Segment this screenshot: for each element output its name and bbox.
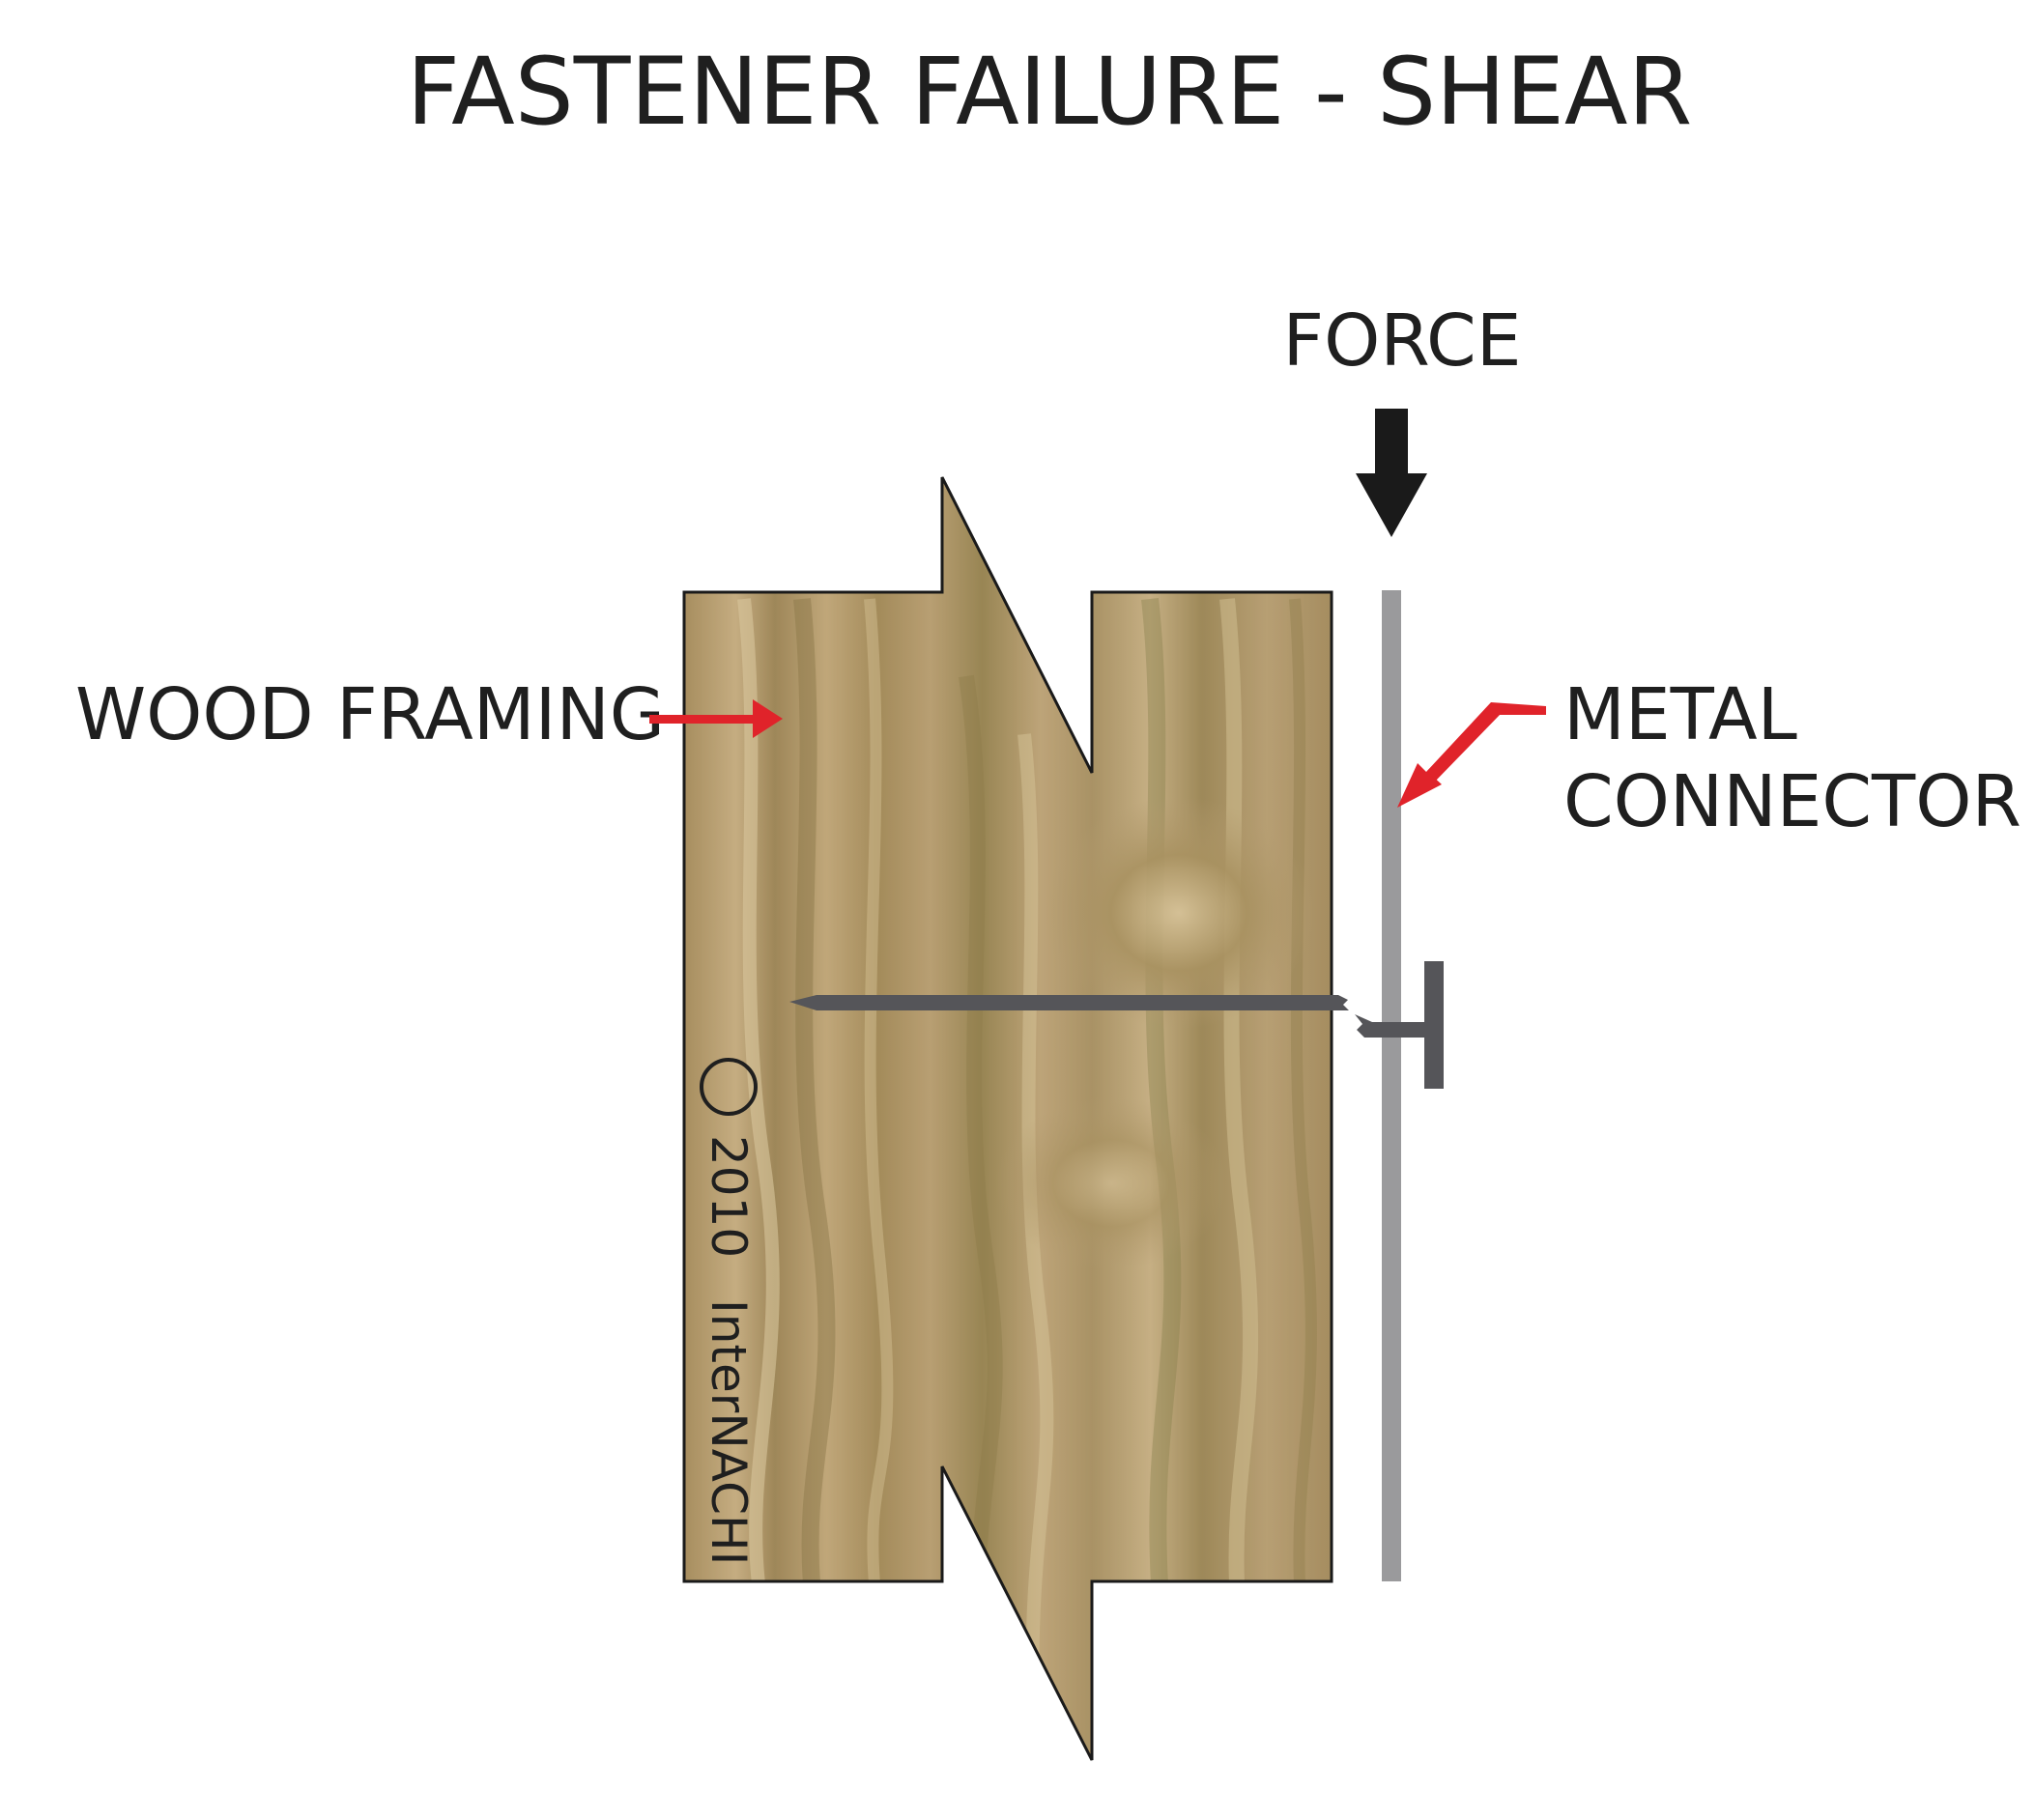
wood-framing-label: WOOD FRAMING <box>75 673 665 756</box>
force-indicator: FORCE <box>1283 299 1522 537</box>
metal-connector-plate <box>1382 590 1401 1581</box>
copyright-icon <box>700 1058 758 1116</box>
nail-shank <box>789 995 1349 1010</box>
wood-framing <box>682 476 1333 1761</box>
metal-connector-pointer-arrow-icon <box>1397 702 1546 808</box>
metal-connector-callout: METAL CONNECTOR <box>1397 673 2021 843</box>
sheared-nail <box>789 961 1444 1089</box>
metal-connector-label-line2: CONNECTOR <box>1563 760 2021 843</box>
nail-head <box>1424 961 1444 1089</box>
force-arrow-icon <box>1356 409 1427 537</box>
copyright-notice: © 2010 InterNACHI <box>700 1058 758 1565</box>
copyright-owner: InterNACHI <box>701 1299 757 1565</box>
wood-grain-texture <box>684 477 1332 1760</box>
wood-framing-pointer-arrow-icon <box>649 699 783 738</box>
diagram-title: FASTENER FAILURE - SHEAR <box>407 38 1693 146</box>
wood-framing-outline <box>682 476 1333 1761</box>
metal-connector-label-line1: METAL <box>1563 673 1797 756</box>
force-label: FORCE <box>1283 299 1522 383</box>
wood-framing-callout: WOOD FRAMING <box>75 673 783 756</box>
nail-shear-break <box>1355 1014 1425 1038</box>
copyright-year: 2010 <box>701 1135 757 1258</box>
